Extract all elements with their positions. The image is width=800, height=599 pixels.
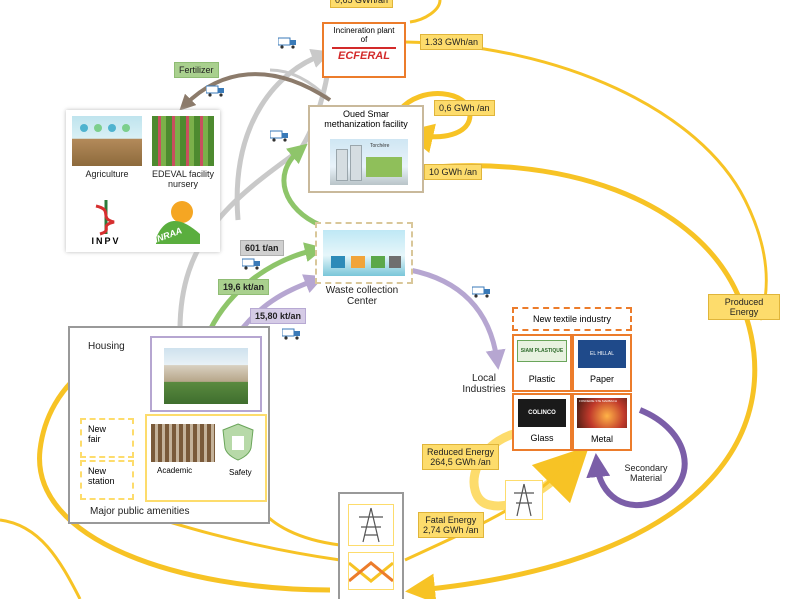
glass-logo: COLINCO	[518, 399, 566, 427]
methanization-box: Oued Smar methanization facility Torchèr…	[308, 105, 424, 193]
bottom-left-flow	[0, 518, 82, 599]
truck-icon	[270, 130, 288, 142]
paper-label: Paper	[589, 374, 615, 384]
new-station-label: New station	[88, 466, 115, 486]
glass-tile: COLINCO Glass	[512, 393, 572, 451]
nursery-label: EDEVAL facility nursery	[151, 169, 215, 189]
waste-center-label: Waste collection Center	[325, 285, 399, 307]
incineration-energy-label: 1.33 GWh/an	[420, 34, 484, 50]
inpv-label: INPV	[91, 236, 121, 246]
ecferal-logo-text: ECFERAL	[338, 50, 390, 62]
local-industries-label: Local Industries	[462, 373, 506, 395]
housing-box	[150, 336, 262, 412]
inraa-logo: INRAA	[152, 194, 204, 246]
paper-logo: EL HILLAL	[578, 340, 626, 368]
major-amenities-label: Major public amenities	[90, 506, 190, 517]
metal-photo: FONDERIE STE MARBACH	[577, 398, 627, 428]
incineration-energy-flow	[404, 40, 768, 321]
produced-energy-label: Produced Energy	[708, 294, 780, 320]
glass-label: Glass	[530, 433, 554, 443]
academic-safety-box: Academic Safety	[145, 414, 267, 502]
plastic-tile: SIAM PLASTIQUE Plastic	[512, 334, 572, 392]
agriculture-panel: Agriculture EDEVAL facility nursery INPV…	[66, 110, 220, 252]
glass-logo-text: COLINCO	[528, 410, 556, 416]
academic-photo	[151, 424, 215, 462]
methanization-title: Oued Smar methanization facility	[324, 109, 408, 129]
paper-logo-text: EL HILLAL	[590, 351, 614, 357]
top-energy-label: 0,65 GWh/an	[330, 0, 394, 8]
top-energy-flow	[409, 0, 442, 24]
green-flow-label: 19,6 kt/an	[218, 279, 270, 295]
power-grid-box	[338, 492, 404, 599]
reduced-energy-label: Reduced Energy 264,5 GWh /an	[422, 444, 500, 470]
grey-waste-flow-2	[234, 48, 332, 221]
methanization-energy-label: 10 GWh /an	[424, 164, 483, 180]
housing-photo	[164, 348, 248, 404]
fertilizer-flow	[179, 72, 332, 111]
grey-flow-label: 601 t/an	[240, 240, 284, 256]
secondary-material-label: Secondary Material	[624, 463, 668, 483]
fatal-energy-flow	[404, 452, 576, 562]
fatal-energy-label: Fatal Energy 2,74 GWh /an	[418, 512, 484, 538]
waste-center-box	[315, 222, 413, 284]
housing-label: Housing	[88, 341, 125, 352]
grid-connector-icon	[348, 552, 394, 590]
incineration-plant-box: Incineration plant of ECFERAL	[322, 22, 406, 78]
incineration-plant-title: Incineration plant of	[333, 26, 395, 44]
truck-icon	[472, 286, 490, 298]
amenities-energy-flow	[253, 497, 341, 547]
metal-label: Metal	[590, 434, 613, 444]
agriculture-photo	[72, 116, 142, 166]
new-fair-box: New fair	[80, 418, 134, 458]
industry-tower-box	[505, 480, 543, 520]
truck-icon	[242, 258, 260, 270]
nursery-photo	[152, 116, 214, 166]
waste-center-illustration	[323, 230, 405, 276]
secondary-material-loop	[586, 407, 688, 508]
truck-icon	[282, 328, 300, 340]
green-to-methanization	[281, 143, 322, 228]
plastic-label: Plastic	[528, 374, 556, 384]
plastic-logo: SIAM PLASTIQUE	[517, 340, 567, 362]
safety-label: Safety	[229, 468, 252, 477]
plastic-logo-text: SIAM PLASTIQUE	[520, 348, 564, 354]
green-waste-flow	[207, 242, 325, 332]
new-fair-label: New fair	[88, 424, 107, 444]
metal-logo-text: FONDERIE STE MARBACH	[579, 399, 618, 403]
safety-icon	[221, 422, 255, 462]
new-textile-label: New textile industry	[532, 314, 612, 324]
truck-icon	[278, 37, 296, 49]
methanization-small-energy-label: 0,6 GWh /an	[434, 100, 495, 116]
power-tower-icon	[348, 504, 394, 546]
truck-icon	[206, 85, 224, 97]
academic-label: Academic	[157, 466, 193, 475]
paper-tile: EL HILLAL Paper	[572, 334, 632, 392]
fertilizer-label: Fertilizer	[174, 62, 219, 78]
new-textile-box: New textile industry	[512, 307, 632, 331]
agriculture-label: Agriculture	[85, 169, 129, 179]
ecferal-logo: ECFERAL	[332, 47, 396, 63]
power-tower-icon	[514, 483, 534, 517]
purple-to-industries	[409, 267, 506, 370]
inpv-logo: INPV	[80, 196, 132, 248]
metal-tile: FONDERIE STE MARBACH Metal	[572, 393, 632, 451]
grey-waste-flow	[177, 40, 340, 331]
methanization-plant-photo: Torchère	[330, 139, 408, 185]
purple-flow-label: 15,80 kt/an	[250, 308, 307, 324]
plant-sign: Torchère	[370, 143, 390, 149]
new-station-box: New station	[80, 460, 134, 500]
